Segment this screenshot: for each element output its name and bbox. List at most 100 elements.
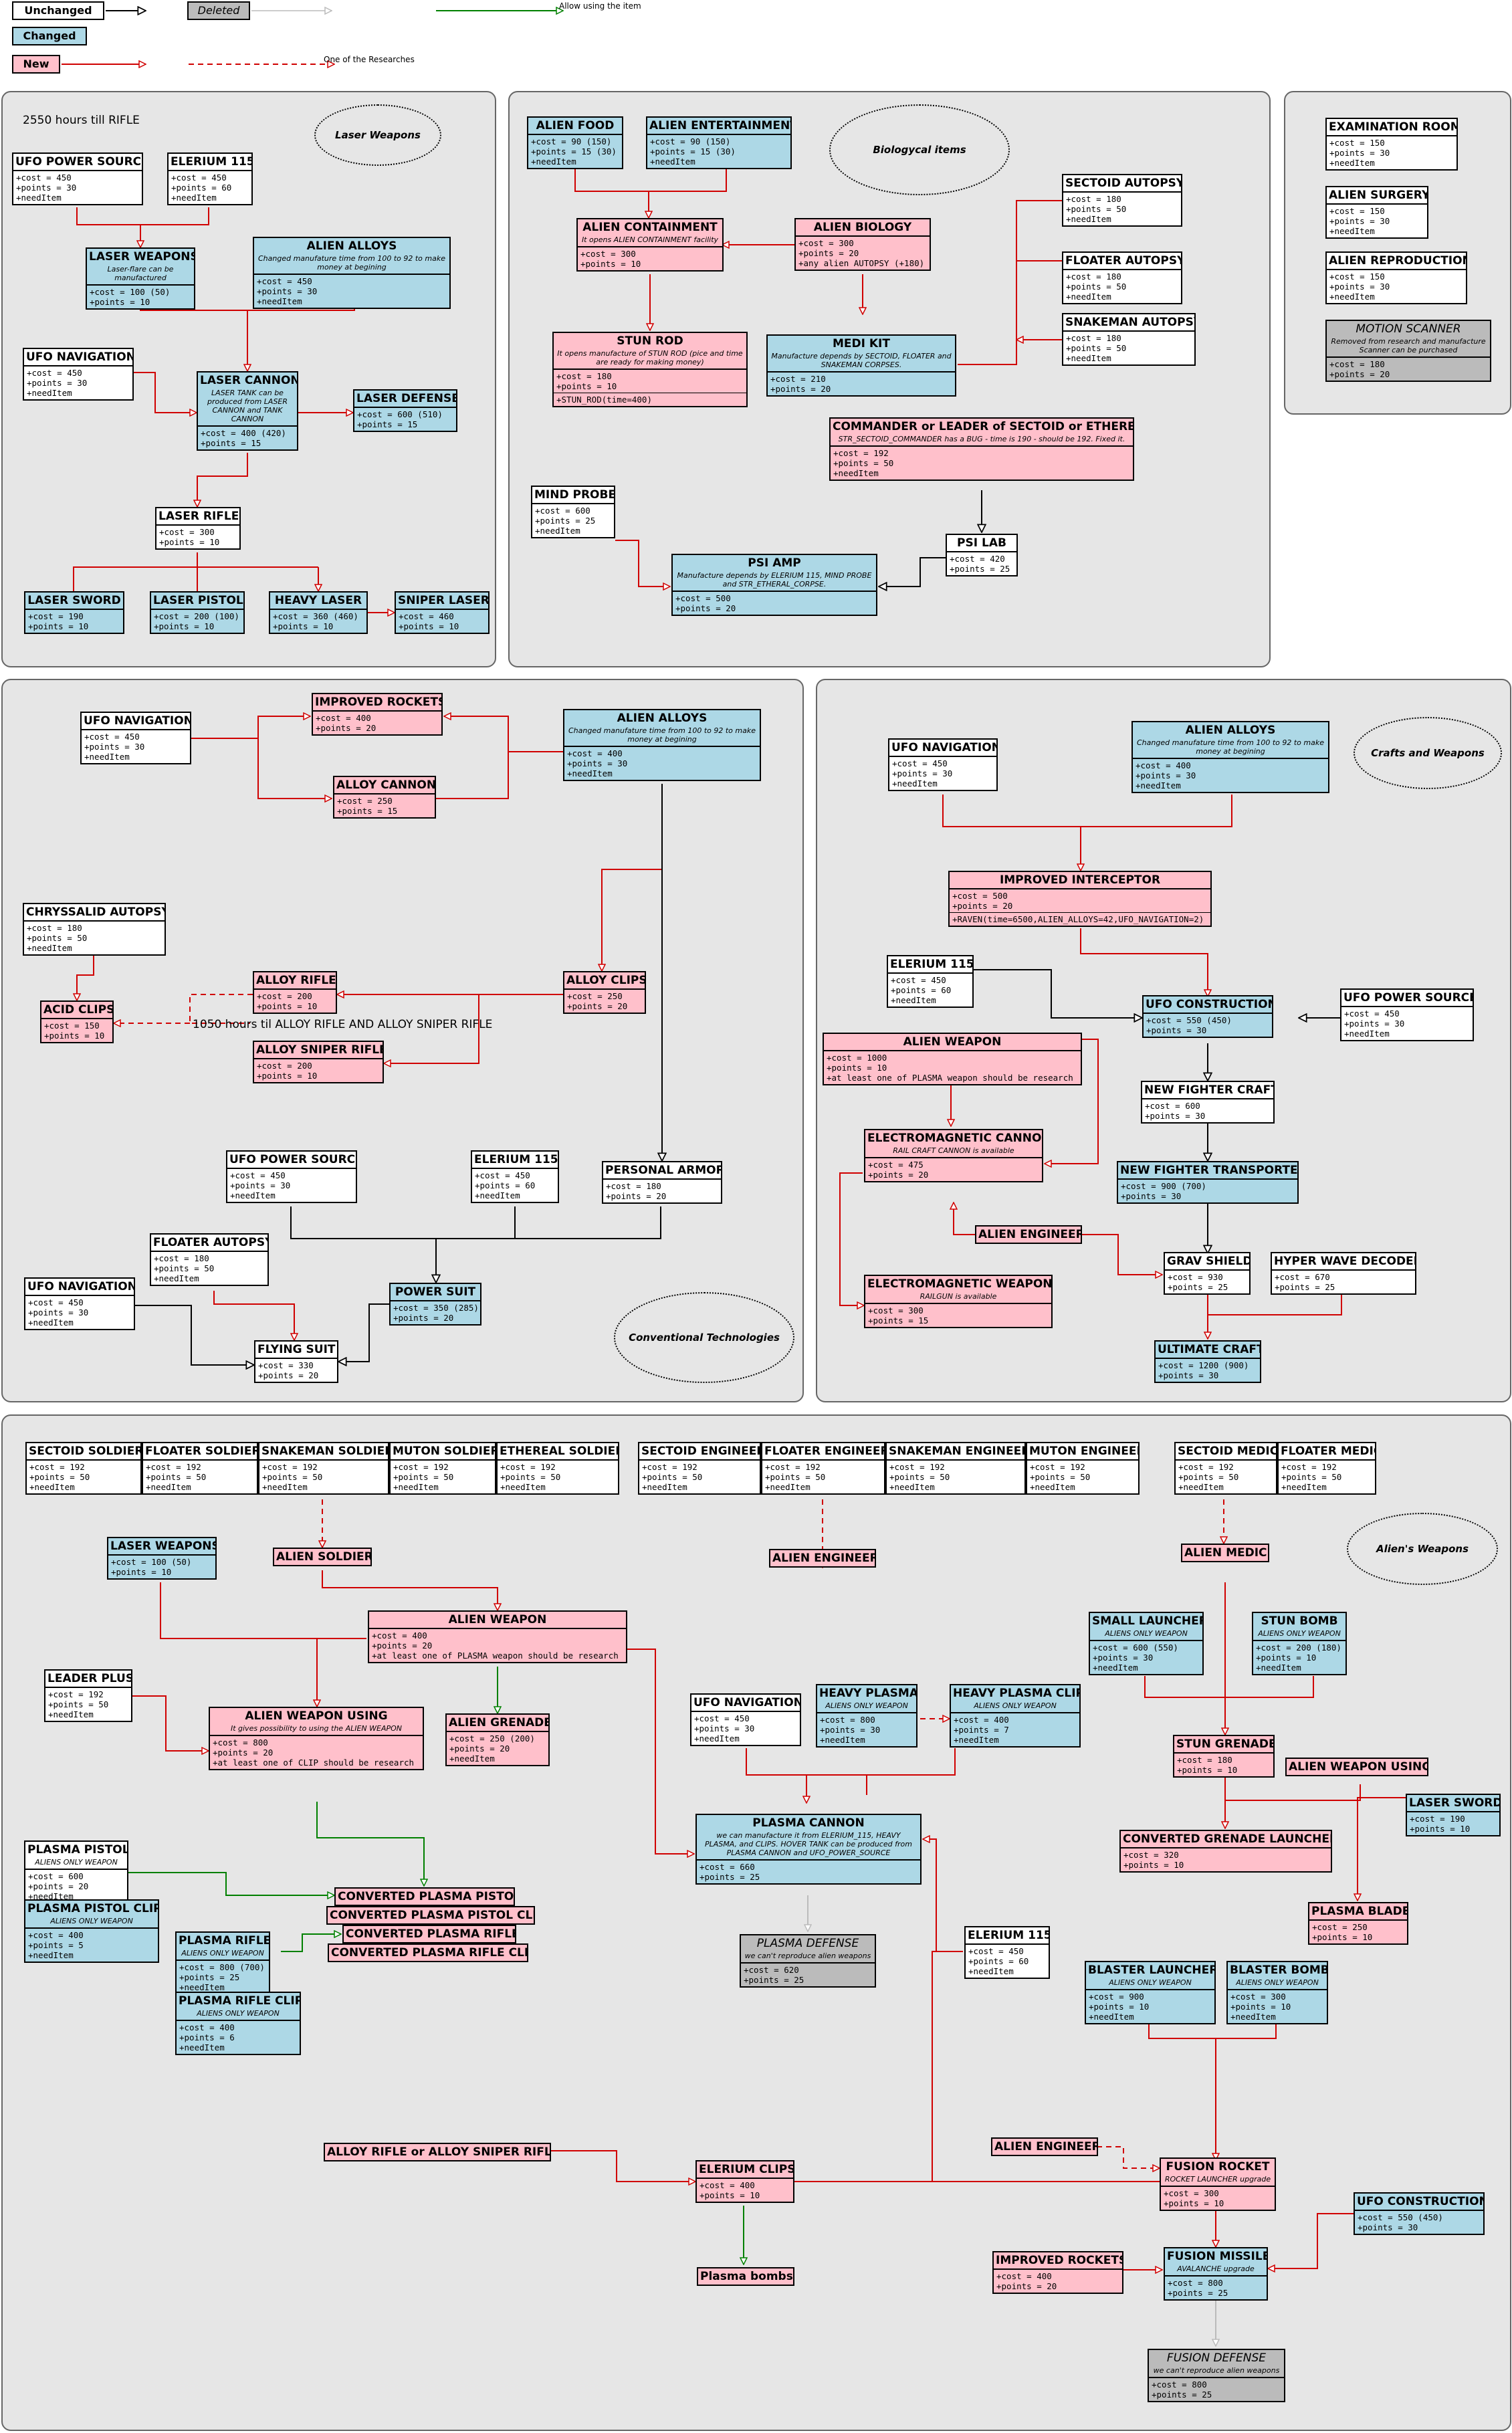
node-attribute: +needItem bbox=[179, 1982, 225, 1992]
node-ufo-power-source: UFO POWER SOURCE+cost = 450+points = 30+… bbox=[12, 152, 143, 205]
node-snakeman-autopsy: SNAKEMAN AUTOPSY+cost = 180+points = 50+… bbox=[1062, 313, 1196, 366]
node-attribute: +needItem bbox=[968, 1966, 1014, 1976]
node-title: SECTOID SOLDIER bbox=[29, 1445, 140, 1458]
node-title: ALIEN CONTAINMENT bbox=[582, 221, 718, 234]
node-title: STUN BOMB bbox=[1261, 1614, 1338, 1628]
node-attribute: +cost = 180 bbox=[1177, 1755, 1232, 1765]
node-alloy-rifle: ALLOY RIFLE+cost = 200+points = 10 bbox=[253, 971, 337, 1014]
node-description: ALIENS ONLY WEAPON bbox=[1109, 1978, 1192, 1987]
node-title: UFO NAVIGATION bbox=[26, 350, 132, 364]
node-attributes: +cost = 90 (150)+points = 15 (30)+needIt… bbox=[647, 134, 790, 168]
node-description: we can't reproduce alien weapons bbox=[1153, 2366, 1280, 2375]
node-attribute: +points = 10 bbox=[1123, 1860, 1184, 1870]
node-description: AVALANCHE upgrade bbox=[1177, 2264, 1255, 2273]
node-attribute: +points = 20 bbox=[606, 1191, 667, 1201]
node-attributes: +cost = 200 (100)+points = 10 bbox=[151, 609, 243, 633]
node-attribute: +points = 50 bbox=[642, 1472, 703, 1482]
node-title: ALIEN ENTERTAINMENT bbox=[649, 119, 790, 132]
node-title: SMALL LAUNCHER bbox=[1092, 1614, 1202, 1628]
node-attribute: +points = 25 bbox=[1152, 2390, 1212, 2400]
node-attribute: +points = 20 bbox=[258, 1370, 319, 1380]
node-attribute: +needItem bbox=[84, 752, 130, 762]
node-title: IMPROVED ROCKETS bbox=[996, 2254, 1122, 2267]
legend-deleted: Deleted bbox=[187, 1, 250, 20]
node-attribute: +points = 20 bbox=[567, 1001, 628, 1011]
node-attributes: +cost = 800+points = 25 bbox=[1165, 2275, 1267, 2299]
node-ufo-navigation: UFO NAVIGATION+cost = 450+points = 30+ne… bbox=[23, 348, 134, 401]
node-attribute: +cost = 450 bbox=[257, 276, 312, 286]
node-improved-interceptor: IMPROVED INTERCEPTOR+cost = 500+points =… bbox=[948, 871, 1212, 927]
node-converted-grenade-launcher: CONVERTED GRENADE LAUNCHER+cost = 320+po… bbox=[1119, 1830, 1332, 1873]
node-ufo-power-source: UFO POWER SOURCE+cost = 450+points = 30+… bbox=[226, 1150, 357, 1203]
node-attribute: +cost = 90 (150) bbox=[650, 136, 731, 146]
node-title: ALIEN FOOD bbox=[536, 119, 615, 132]
legend-one-of-text: One of the Researches bbox=[324, 55, 415, 64]
node-attribute: +cost = 250 (200) bbox=[449, 1733, 535, 1743]
node-attributes: +cost = 670+points = 25 bbox=[1272, 1269, 1415, 1293]
node-description: It opens ALIEN CONTAINMENT facility bbox=[581, 235, 719, 244]
node-attributes: +cost = 400+points = 6+needItem bbox=[177, 2020, 300, 2054]
node-attribute: +points = 10 bbox=[1177, 1765, 1238, 1775]
node-attribute: +needItem bbox=[765, 1482, 811, 1492]
node-attribute: +cost = 192 bbox=[833, 448, 889, 458]
node-description: Manufacture depends by SECTOID, FLOATER … bbox=[771, 352, 952, 369]
node-attribute: +needItem bbox=[16, 193, 62, 203]
node-title: PLASMA BLADE bbox=[1311, 1905, 1407, 1918]
node-title: ALIEN ALLOYS bbox=[617, 712, 708, 725]
node-attributes: +cost = 800+points = 20+at least one of … bbox=[210, 1735, 423, 1769]
node-title: ALIEN ALLOYS bbox=[1185, 724, 1276, 737]
node-elerium-115: ELERIUM 115+cost = 450+points = 60+needI… bbox=[887, 955, 974, 1008]
node-title: CONVERTED PLASMA RIFLE bbox=[346, 1927, 515, 1941]
node-attribute: +needItem bbox=[1093, 1663, 1138, 1673]
node-attribute: +cost = 150 bbox=[1329, 272, 1385, 282]
node-attributes: +cost = 250+points = 20 bbox=[564, 988, 645, 1013]
node-title: SECTOID MEDIC bbox=[1178, 1445, 1276, 1458]
node-attributes: +cost = 200+points = 10 bbox=[254, 1058, 383, 1082]
node-title: LASER RIFLE bbox=[158, 510, 239, 523]
node-attribute: +cost = 900 (700) bbox=[1121, 1181, 1206, 1191]
node-attributes: +cost = 180+points = 50+needItem bbox=[1063, 330, 1194, 364]
node-attribute: +points = 10 bbox=[699, 2190, 760, 2200]
node-title: ELECTROMAGNETIC WEAPONS bbox=[867, 1277, 1051, 1291]
node-hyper-wave-decoder: HYPER WAVE DECODER+cost = 670+points = 2… bbox=[1271, 1252, 1416, 1295]
node-ultimate-craft: ULTIMATE CRAFT+cost = 1200 (900)+points … bbox=[1154, 1340, 1261, 1383]
node-attribute: +cost = 600 (510) bbox=[357, 409, 443, 419]
node-attribute: +cost = 800 bbox=[1152, 2379, 1207, 2390]
node-attributes: +cost = 620+points = 25 bbox=[741, 1962, 875, 1986]
node-attributes: +cost = 200+points = 10 bbox=[254, 988, 336, 1013]
node-attributes: +cost = 192+points = 50+needItem bbox=[259, 1459, 388, 1493]
node-attribute: +cost = 192 bbox=[1281, 1462, 1337, 1472]
node-description: ALIENS ONLY WEAPON bbox=[50, 1917, 133, 1925]
node-attribute: +cost = 800 bbox=[1168, 2278, 1223, 2288]
node-attribute: +points = 10 bbox=[28, 621, 89, 631]
node-attribute: +at least one of CLIP should be research bbox=[213, 1758, 415, 1768]
node-attribute: +cost = 200 (100) bbox=[154, 611, 239, 621]
node-attributes: +cost = 180+points = 10 bbox=[1174, 1752, 1273, 1776]
node-title: FUSION ROCKET bbox=[1166, 2160, 1270, 2174]
node-title: ALIEN MEDIC bbox=[1184, 1546, 1267, 1560]
node-attributes: +cost = 300+points = 10+needItem bbox=[1228, 1989, 1327, 2023]
node-attribute: +points = 50 bbox=[262, 1472, 323, 1482]
node-title: ALIEN SOLDIER bbox=[276, 1550, 370, 1564]
node-attribute: +points = 50 bbox=[29, 1472, 90, 1482]
node-title: UFO POWER SOURCE bbox=[15, 155, 142, 169]
node-alien-medic: ALIEN MEDIC bbox=[1181, 1544, 1269, 1562]
node-attribute: +cost = 450 bbox=[892, 758, 948, 768]
node-description: ALIENS ONLY WEAPON bbox=[1258, 1629, 1341, 1638]
node-attributes: +cost = 450+points = 30+needItem bbox=[82, 729, 190, 763]
node-attributes: +cost = 192+points = 50+needItem bbox=[1176, 1459, 1276, 1493]
node-attribute: +needItem bbox=[1344, 1029, 1390, 1039]
node-attribute: +cost = 450 bbox=[171, 173, 227, 183]
node-heavy-laser: HEAVY LASER+cost = 360 (460)+points = 10 bbox=[269, 591, 368, 634]
node-attributes: +cost = 180+points = 10 bbox=[554, 368, 746, 393]
node-attribute: +needItem bbox=[28, 1317, 74, 1328]
node-attributes: +cost = 360 (460)+points = 10 bbox=[270, 609, 366, 633]
node-attribute: +points = 30 bbox=[1136, 770, 1196, 780]
node-title: PERSONAL ARMOR bbox=[605, 1164, 721, 1177]
node-attribute: +cost = 400 bbox=[699, 2180, 755, 2190]
legend-changed: Changed bbox=[12, 27, 87, 45]
